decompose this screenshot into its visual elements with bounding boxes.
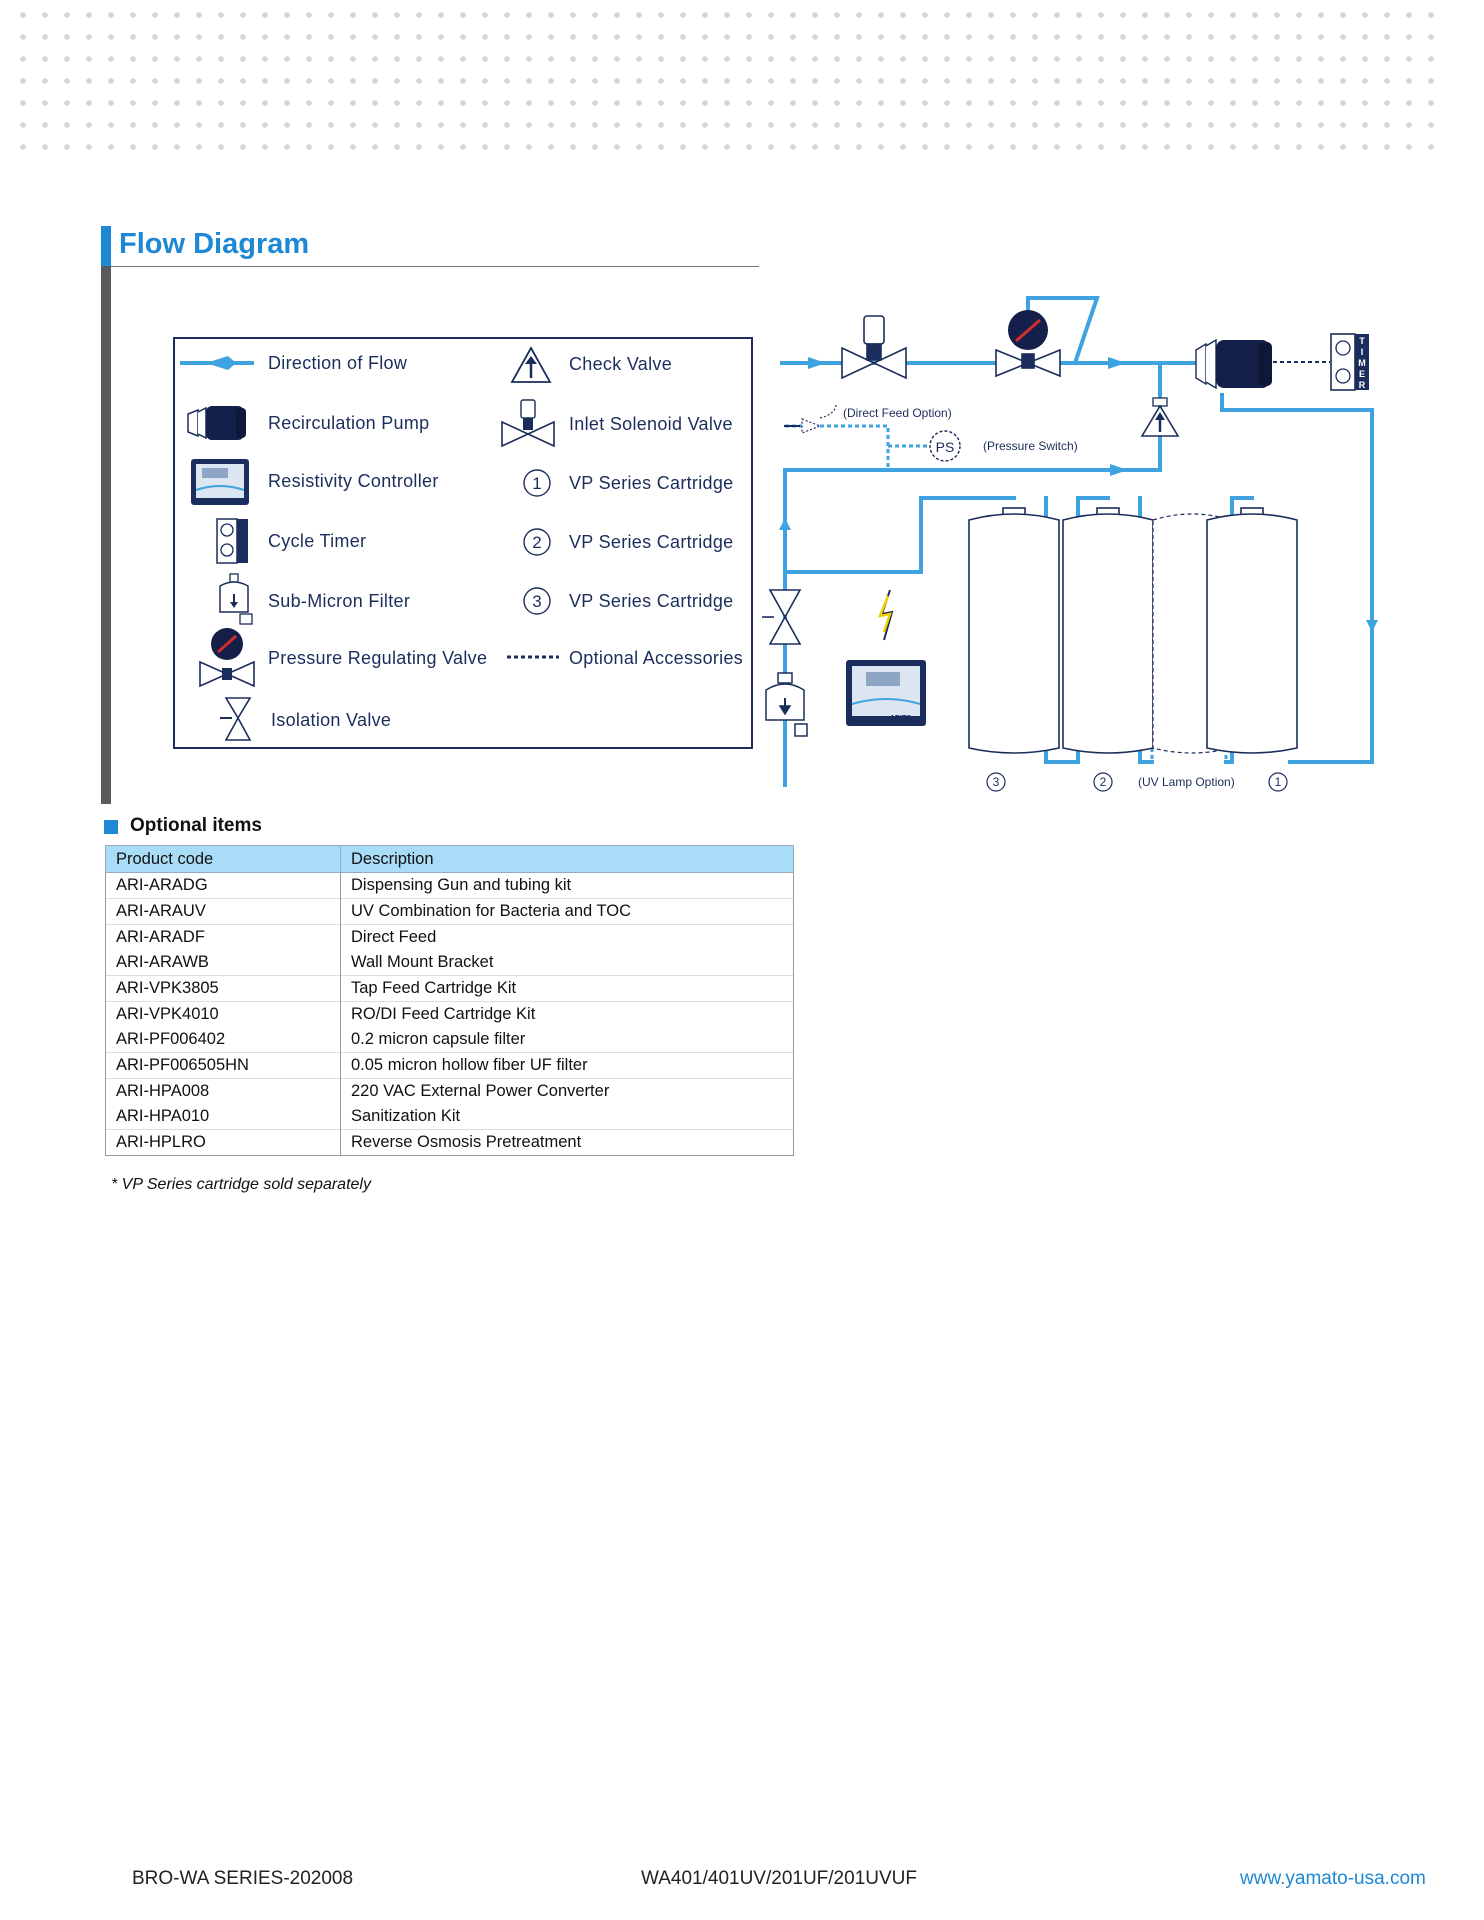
header-description: Description xyxy=(340,845,794,873)
table-row: ARI-ARAWB Wall Mount Bracket xyxy=(105,950,794,976)
legend-label-optional: Optional Accessories xyxy=(569,648,744,668)
cart-2-number: 2 xyxy=(1100,775,1107,789)
pressure-switch-label: (Pressure Switch) xyxy=(983,439,1078,453)
product-code: ARI-PF006402 xyxy=(105,1027,341,1053)
timer-letter: I xyxy=(1361,347,1364,357)
timer-letter: T xyxy=(1359,336,1365,346)
cartridge-2-icon: 2 xyxy=(523,528,551,556)
product-code: ARI-VPK4010 xyxy=(105,1001,341,1027)
product-code: ARI-ARADG xyxy=(105,872,341,899)
optional-items-title: Optional items xyxy=(130,815,262,836)
legend-label-isolation-valve: Isolation Valve xyxy=(271,710,392,730)
table-row: ARI-ARAUV UV Combination for Bacteria an… xyxy=(105,898,794,925)
table-row: ARI-VPK3805 Tap Feed Cartridge Kit xyxy=(105,975,794,1002)
product-code: ARI-ARAUV xyxy=(105,898,341,925)
product-description: Dispensing Gun and tubing kit xyxy=(340,872,794,899)
optional-items-table: Product code Description ARI-ARADG Dispe… xyxy=(105,845,794,1156)
flow-arrow-icon xyxy=(180,356,254,370)
check-valve-icon xyxy=(510,346,552,383)
section-title: Flow Diagram xyxy=(119,228,310,260)
section-side-bar xyxy=(101,226,111,804)
legend-label-controller: Resistivity Controller xyxy=(268,471,439,491)
footer-models: WA401/401UV/201UF/201UVUF xyxy=(641,1868,917,1889)
product-description: 0.2 micron capsule filter xyxy=(340,1027,794,1053)
product-description: Tap Feed Cartridge Kit xyxy=(340,975,794,1002)
pressure-valve-icon xyxy=(199,628,255,688)
legend-label-cartridge-2: VP Series Cartridge xyxy=(569,532,734,552)
table-header-row: Product code Description xyxy=(105,845,794,873)
cartridge-3-icon: 3 xyxy=(523,587,551,615)
cart-1-number: 1 xyxy=(1275,775,1282,789)
footer-series: BRO-WA SERIES-202008 xyxy=(132,1868,354,1889)
footer-website-link[interactable]: www.yamato-usa.com xyxy=(1240,1868,1426,1889)
solenoid-valve-icon xyxy=(501,399,555,448)
legend-label-check-valve: Check Valve xyxy=(569,354,673,374)
legend-label-cartridge-1: VP Series Cartridge xyxy=(569,473,734,493)
cartridge-1-num: 1 xyxy=(532,474,541,493)
legend-label-flow: Direction of Flow xyxy=(268,353,408,373)
isolation-valve-icon xyxy=(220,697,252,741)
title-rule xyxy=(111,266,759,267)
direct-feed-label: (Direct Feed Option) xyxy=(843,406,952,420)
cart-3-number: 3 xyxy=(993,775,1000,789)
legend-box xyxy=(173,337,753,749)
cartridge-2-num: 2 xyxy=(532,533,541,552)
table-row: ARI-PF006402 0.2 micron capsule filter xyxy=(105,1027,794,1053)
legend-label-pressure-valve: Pressure Regulating Valve xyxy=(268,648,488,668)
legend-label-timer: Cycle Timer xyxy=(268,531,367,551)
timer-letter: M xyxy=(1358,358,1366,368)
product-code: ARI-HPLRO xyxy=(105,1129,341,1156)
product-code: ARI-ARADF xyxy=(105,924,341,950)
flow-diagram: T I M E R (Direct Feed Option) PS (Press… xyxy=(762,296,1378,792)
dot-pattern-header xyxy=(12,0,1442,150)
product-description: Sanitization Kit xyxy=(340,1104,794,1130)
legend-label-filter: Sub-Micron Filter xyxy=(268,591,411,611)
uv-lamp-label: (UV Lamp Option) xyxy=(1138,775,1235,789)
controller-icon xyxy=(191,459,249,505)
controller-brand: ARIES xyxy=(888,715,911,722)
cartridge-3-num: 3 xyxy=(532,592,541,611)
product-description: 0.05 micron hollow fiber UF filter xyxy=(340,1052,794,1079)
product-description: UV Combination for Bacteria and TOC xyxy=(340,898,794,925)
table-row: ARI-HPLRO Reverse Osmosis Pretreatment xyxy=(105,1129,794,1156)
filter-icon xyxy=(219,573,253,625)
timer-letter: E xyxy=(1359,369,1365,379)
timer-icon xyxy=(216,518,248,564)
legend-label-cartridge-3: VP Series Cartridge xyxy=(569,591,734,611)
table-row: ARI-PF006505HN 0.05 micron hollow fiber … xyxy=(105,1052,794,1079)
product-description: 220 VAC External Power Converter xyxy=(340,1078,794,1104)
pressure-switch-badge: PS xyxy=(936,439,955,455)
product-description: Direct Feed xyxy=(340,924,794,950)
pump-icon xyxy=(187,406,246,440)
product-code: ARI-VPK3805 xyxy=(105,975,341,1002)
header-product-code: Product code xyxy=(105,845,341,873)
table-row: ARI-ARADG Dispensing Gun and tubing kit xyxy=(105,872,794,899)
dotted-line-icon xyxy=(507,655,559,659)
product-description: Reverse Osmosis Pretreatment xyxy=(340,1129,794,1156)
product-code: ARI-ARAWB xyxy=(105,950,341,976)
product-description: RO/DI Feed Cartridge Kit xyxy=(340,1001,794,1027)
section-side-bar-accent xyxy=(101,226,111,266)
table-row: ARI-HPA010 Sanitization Kit xyxy=(105,1104,794,1130)
cartridge-1-icon: 1 xyxy=(523,469,551,497)
table-row: ARI-ARADF Direct Feed xyxy=(105,924,794,950)
legend-label-pump: Recirculation Pump xyxy=(268,413,430,433)
product-code: ARI-PF006505HN xyxy=(105,1052,341,1079)
product-code: ARI-HPA008 xyxy=(105,1078,341,1104)
table-row: ARI-VPK4010 RO/DI Feed Cartridge Kit xyxy=(105,1001,794,1027)
legend-label-solenoid-valve: Inlet Solenoid Valve xyxy=(569,414,733,434)
product-code: ARI-HPA010 xyxy=(105,1104,341,1130)
footnote: * VP Series cartridge sold separately xyxy=(111,1176,371,1193)
timer-letter: R xyxy=(1359,380,1366,390)
product-description: Wall Mount Bracket xyxy=(340,950,794,976)
optional-items-marker xyxy=(104,820,118,834)
table-row: ARI-HPA008 220 VAC External Power Conver… xyxy=(105,1078,794,1104)
